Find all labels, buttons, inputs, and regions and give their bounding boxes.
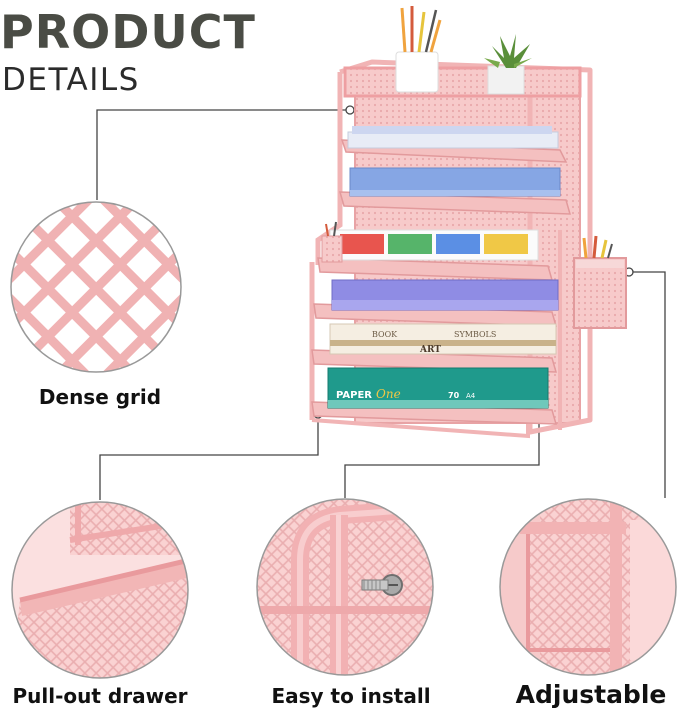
pencil-cup [395, 6, 442, 93]
top-basket [343, 66, 582, 98]
callout-line-grid [96, 109, 348, 200]
heading-details: DETAILS [2, 62, 140, 98]
magnifier-adjustable [499, 498, 677, 676]
magnifier-dense-grid [10, 201, 182, 373]
book-spine-text-1: BOOK [372, 330, 398, 339]
paper-weight: 70 [448, 391, 460, 400]
side-pencil-basket [573, 235, 627, 329]
paper-size: A4 [466, 392, 476, 400]
paper-brand-2: One [376, 387, 401, 401]
lower-trays: BOOK SYMBOLS ART PAPER One 70 A4 [311, 229, 559, 425]
callout-dot-grid [345, 105, 355, 115]
magnifier-easy-to-install [256, 498, 434, 676]
caption-easy-to-install: Easy to install [271, 684, 431, 708]
paper-brand-1: PAPER [336, 390, 372, 401]
upper-trays [338, 126, 572, 215]
magnifier-pull-out-drawer [11, 501, 189, 679]
caption-adjustable: Adjustable [515, 680, 667, 709]
book-spine-text-3: ART [419, 345, 441, 355]
desk-organizer: BOOK SYMBOLS ART PAPER One 70 A4 [309, 6, 627, 439]
caption-dense-grid: Dense grid [38, 385, 162, 409]
screw-icon [361, 574, 403, 596]
callout-line-drawer [99, 418, 319, 500]
left-pen-holder [321, 221, 343, 263]
book-spine-text-2: SYMBOLS [454, 330, 496, 339]
caption-pull-out-drawer: Pull-out drawer [12, 684, 188, 708]
potted-plant [484, 34, 532, 95]
callout-line-install [344, 384, 540, 498]
callout-line-adjust [632, 271, 666, 498]
heading-product: PRODUCT [0, 5, 256, 59]
